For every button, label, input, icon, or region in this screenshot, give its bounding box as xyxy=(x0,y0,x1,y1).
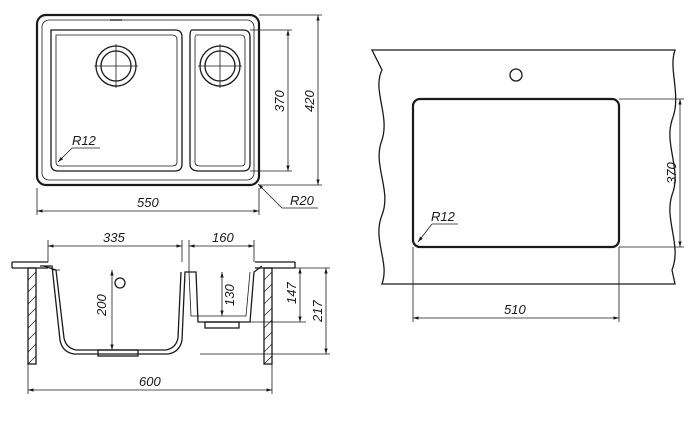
cutout-outline xyxy=(411,97,621,249)
cutout-radius-label: R12 xyxy=(431,209,456,224)
top-outer-radius-label: R20 xyxy=(290,193,315,208)
top-inner-radius-label: R12 xyxy=(72,133,97,148)
small-bowl-inner xyxy=(194,34,246,167)
countertop-outline xyxy=(370,49,677,285)
faucet-hole xyxy=(509,68,523,82)
section-small-bowl-depth-label: 130 xyxy=(222,284,237,306)
sink-inner-rim xyxy=(41,19,255,181)
sink-section-inner xyxy=(43,265,182,351)
cutout-width-label: 510 xyxy=(504,302,526,317)
sink-section-outer xyxy=(40,265,263,355)
sink-outer-outline xyxy=(35,13,261,187)
cabinet-left-wall xyxy=(27,267,37,365)
small-bowl-outline xyxy=(189,29,251,172)
section-view: 335 160 200 130 147 217 600 xyxy=(11,230,330,394)
large-bowl-inner xyxy=(55,34,178,167)
top-outer-height-label: 420 xyxy=(302,90,317,112)
section-large-bowl-depth-label: 200 xyxy=(94,294,109,317)
cabinet-right-wall xyxy=(263,267,273,365)
overflow-hole xyxy=(114,277,126,289)
top-inner-height-label: 370 xyxy=(272,90,287,112)
top-width-label: 550 xyxy=(137,195,159,210)
section-total-height-label: 217 xyxy=(310,300,325,323)
section-large-bowl-width-label: 335 xyxy=(103,230,125,245)
section-small-bowl-width-label: 160 xyxy=(212,230,234,245)
section-inner-depth-label: 147 xyxy=(284,282,299,304)
cutout-height-label: 370 xyxy=(664,162,679,184)
section-overall-width-label: 600 xyxy=(139,374,161,389)
top-view: R12 550 370 420 R20 xyxy=(35,13,322,215)
cutout-view: R12 370 510 xyxy=(370,49,684,322)
large-bowl-outline xyxy=(50,29,183,172)
